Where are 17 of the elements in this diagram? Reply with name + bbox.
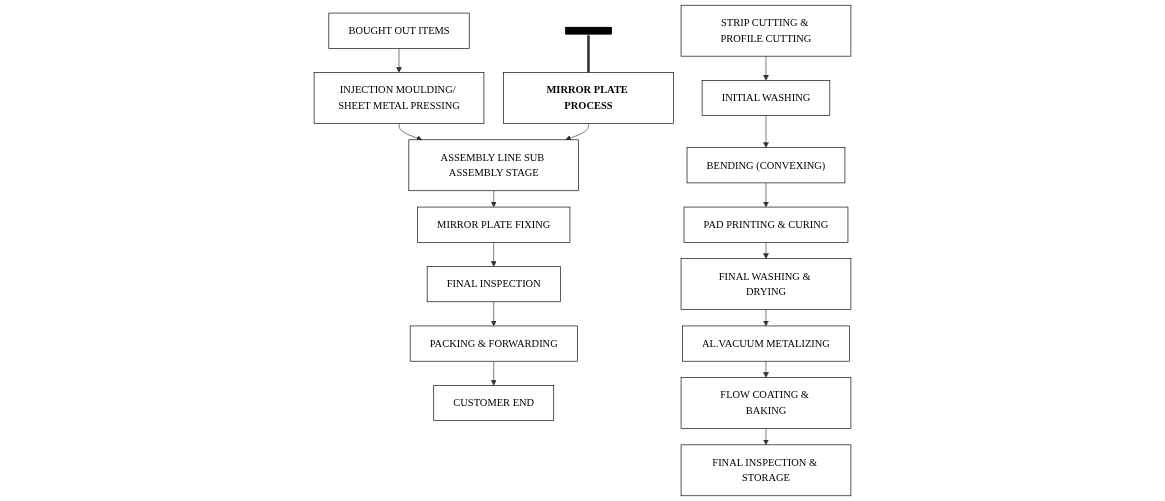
node-box: PAD PRINTING & CURING <box>683 206 849 243</box>
node-box: FINAL INSPECTION <box>426 266 561 303</box>
node-box: INJECTION MOULDING/ SHEET METAL PRESSING <box>313 72 485 124</box>
node-box: BOUGHT OUT ITEMS <box>328 12 470 49</box>
node-box: AL.VACUUM METALIZING <box>682 325 850 362</box>
node-box: STRIP CUTTING & PROFILE CUTTING <box>680 4 852 57</box>
node-box: MIRROR PLATE PROCESS <box>503 72 674 124</box>
node-box: PACKING & FORWARDING <box>409 325 578 362</box>
node-box: ASSEMBLY LINE SUB ASSEMBLY STAGE <box>408 139 579 192</box>
node-box: FINAL WASHING & DRYING <box>680 258 852 310</box>
node-box: CUSTOMER END <box>433 385 555 421</box>
node-box: BENDING (CONVEXING) <box>686 147 846 184</box>
node-box: FINAL INSPECTION & STORAGE <box>680 444 852 497</box>
connector <box>587 35 590 73</box>
node-box: INITIAL WASHING <box>701 80 831 116</box>
node-box: MIRROR PLATE FIXING <box>417 206 571 243</box>
node-box: FLOW COATING & BAKING <box>680 377 852 429</box>
